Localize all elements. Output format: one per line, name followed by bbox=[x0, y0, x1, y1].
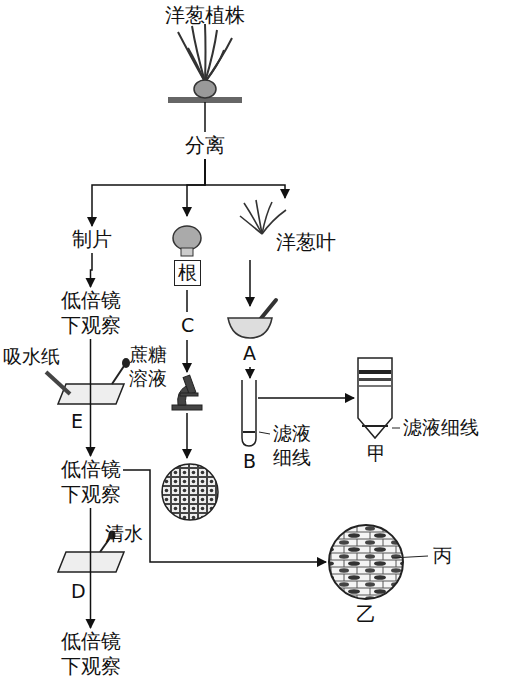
part-label: 清水 bbox=[104, 522, 144, 546]
flow-arrow bbox=[92, 159, 205, 226]
step-text: 低倍镜下观察 bbox=[58, 287, 123, 339]
part-label: E bbox=[70, 410, 84, 434]
step-text: 根 bbox=[174, 260, 201, 286]
flow-step: 乙 bbox=[326, 520, 406, 628]
flow-arrow bbox=[123, 470, 326, 562]
flow-step: 洋葱植株 bbox=[140, 2, 270, 102]
part-label: 丙 bbox=[432, 544, 453, 568]
step-text: 洋葱叶 bbox=[274, 229, 338, 256]
part-label: 蔗糖溶液 bbox=[128, 343, 172, 391]
flow-arrow bbox=[187, 159, 205, 216]
part-label: B bbox=[242, 450, 257, 474]
onion-epidermis-view bbox=[328, 524, 404, 600]
flow-step: 制片 bbox=[70, 226, 114, 253]
root-sample bbox=[173, 226, 201, 256]
part-label: 甲 bbox=[366, 442, 387, 466]
chromatography-tube bbox=[358, 358, 392, 438]
flow-step: 低倍镜下观察 bbox=[58, 456, 123, 508]
mortar bbox=[228, 300, 276, 338]
onion-leaf bbox=[240, 200, 286, 234]
flow-arrow bbox=[205, 159, 285, 198]
step-text: 乙 bbox=[354, 601, 378, 628]
flow-step: 低倍镜下观察 bbox=[58, 628, 123, 680]
flow-arrow bbox=[90, 339, 92, 456]
test-tube bbox=[242, 380, 256, 446]
flow-step: 分离 bbox=[178, 132, 232, 159]
step-text: 分离 bbox=[183, 132, 227, 159]
part-label: D bbox=[70, 580, 87, 604]
onion-plant bbox=[168, 24, 242, 103]
flow-arrow bbox=[91, 253, 93, 287]
flow-step: 低倍镜下观察 bbox=[58, 287, 123, 339]
flow-arrow bbox=[90, 508, 92, 628]
part-label: 滤液细线 bbox=[272, 422, 316, 470]
step-text: 低倍镜下观察 bbox=[58, 456, 123, 508]
part-label: 吸水纸 bbox=[2, 345, 61, 369]
flow-arrow bbox=[204, 102, 206, 132]
step-text: 制片 bbox=[70, 226, 114, 253]
part-label: A bbox=[242, 342, 257, 366]
root-tip-cells bbox=[160, 462, 220, 522]
step-text: 洋葱植株 bbox=[163, 2, 247, 29]
flow-step: 根 bbox=[158, 216, 216, 286]
part-label: 滤液细线 bbox=[402, 416, 480, 440]
microscope bbox=[172, 375, 202, 410]
part-label: C bbox=[180, 314, 195, 338]
flow-step: 洋葱叶 bbox=[232, 198, 338, 256]
step-text: 低倍镜下观察 bbox=[58, 628, 123, 680]
